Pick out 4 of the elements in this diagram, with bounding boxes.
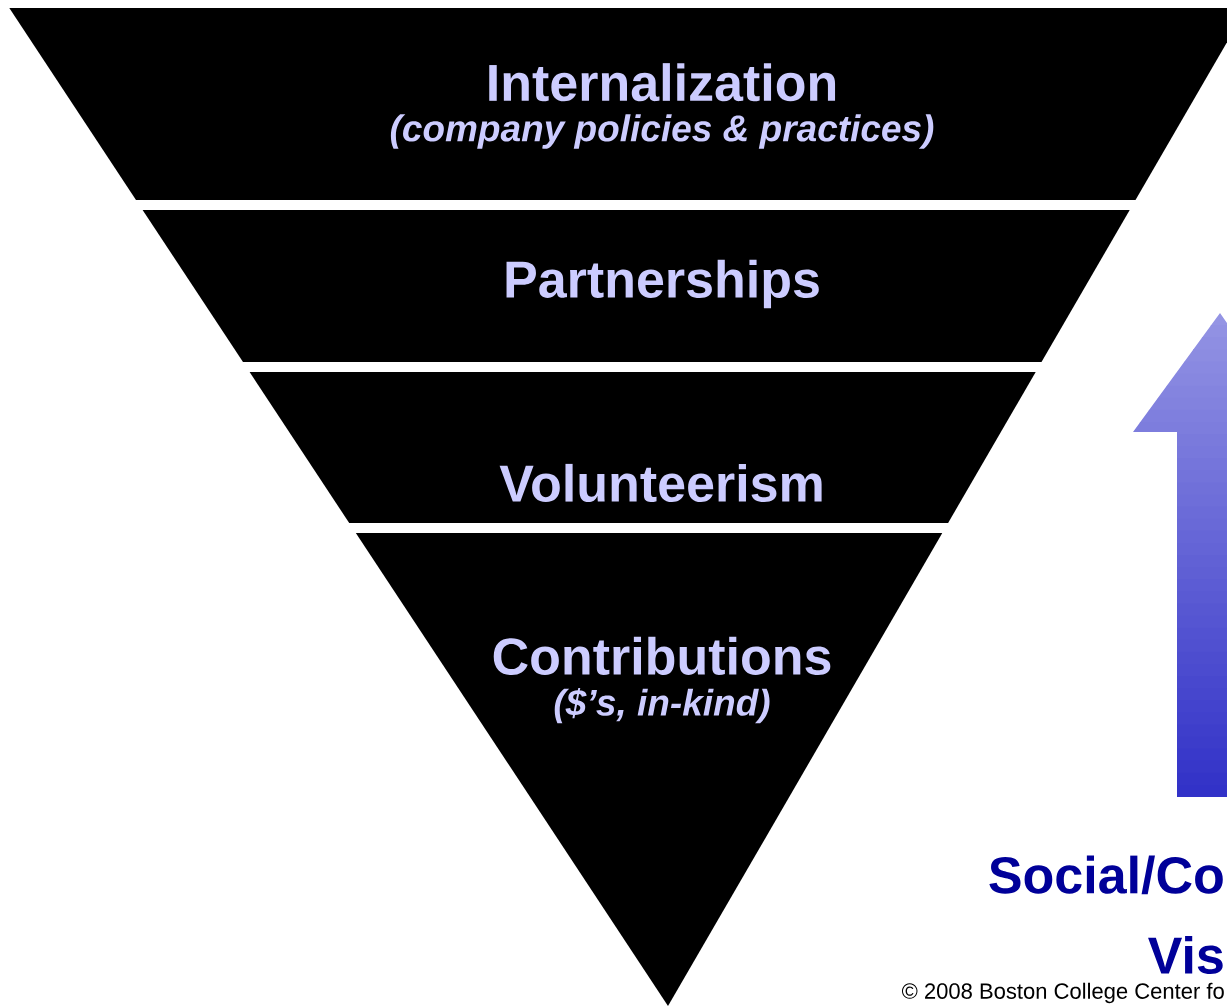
pyramid-band: Volunteerism: [249, 372, 1036, 523]
pyramid-band: Internalization (company policies & practices): [9, 8, 1227, 200]
pyramid-band: Partnerships: [142, 210, 1130, 362]
heading: Vis: [1148, 935, 1223, 975]
